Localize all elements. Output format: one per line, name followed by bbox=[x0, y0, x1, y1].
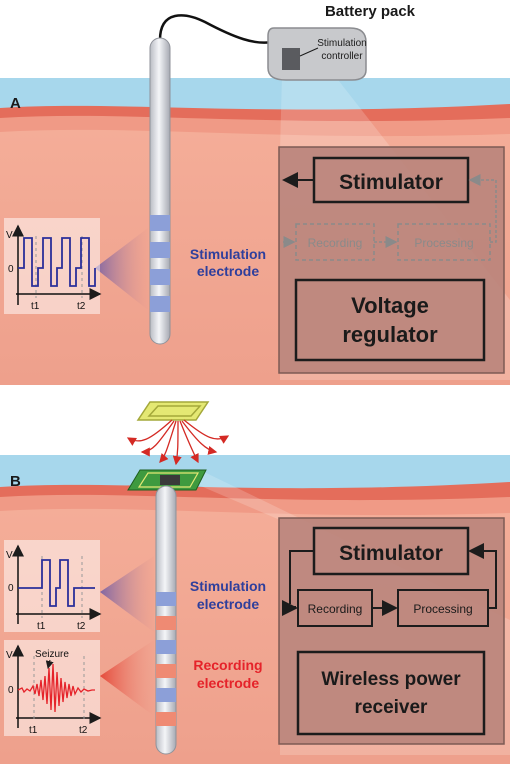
stim-electrode-label-line2: electrode bbox=[197, 596, 259, 612]
stim-arrow bbox=[100, 556, 154, 632]
cable bbox=[158, 14, 273, 44]
receiver-chip bbox=[127, 469, 207, 491]
stim-waveform bbox=[18, 559, 95, 607]
t2-label: t2 bbox=[77, 621, 86, 632]
rec-electrode-label-line2: electrode bbox=[197, 675, 259, 691]
electrode-a bbox=[149, 37, 171, 345]
zero-label: 0 bbox=[8, 583, 14, 594]
wireless-receiver-block bbox=[296, 650, 486, 736]
t1-label: t1 bbox=[37, 621, 46, 632]
processing-label: Processing bbox=[413, 602, 472, 616]
battery-pack bbox=[267, 27, 367, 81]
stim-contact bbox=[150, 242, 170, 258]
rec-contact bbox=[156, 664, 176, 678]
stim-electrode-label-line1: Stimulation bbox=[190, 246, 266, 262]
electrode-b bbox=[155, 485, 177, 755]
stim-electrode-label-line2: electrode bbox=[197, 263, 259, 279]
t1-label: t1 bbox=[31, 301, 40, 312]
processing-block bbox=[397, 223, 491, 261]
t1-label: t1 bbox=[29, 725, 38, 736]
panel-a: Battery pack Stimulation controller A V … bbox=[0, 3, 510, 385]
stimulator-label: Stimulator bbox=[339, 542, 443, 565]
rec-arrow bbox=[100, 640, 154, 716]
receiver-label-line2: receiver bbox=[355, 697, 429, 718]
y-axis-label: V bbox=[6, 550, 13, 561]
t2-label: t2 bbox=[79, 725, 88, 736]
controller-chip bbox=[282, 48, 300, 70]
rec-electrode-label-line1: Recording bbox=[193, 657, 262, 673]
zero-label: 0 bbox=[8, 685, 14, 696]
waveform-graph-a: V 0 t1 t2 bbox=[4, 218, 102, 314]
waveform-graph-b-stim: V 0 t1 t2 bbox=[4, 540, 102, 632]
regulator-label-line2: regulator bbox=[342, 322, 438, 347]
stim-contact bbox=[156, 592, 176, 606]
rec-contact bbox=[156, 712, 176, 726]
seizure-waveform bbox=[17, 663, 95, 713]
panel-letter: A bbox=[10, 95, 21, 112]
regulator-label-line1: Voltage bbox=[351, 293, 429, 318]
recording-label: Recording bbox=[308, 236, 363, 250]
stim-contact bbox=[150, 215, 170, 231]
battery-label: Battery pack bbox=[325, 3, 416, 20]
stim-arrow bbox=[95, 228, 148, 310]
processing-label: Processing bbox=[414, 236, 473, 250]
stim-contact bbox=[156, 640, 176, 654]
y-axis-label: V bbox=[6, 230, 13, 241]
stimulator-label: Stimulator bbox=[339, 171, 443, 194]
wireless-coil bbox=[126, 401, 230, 466]
stim-electrode-label-line1: Stimulation bbox=[190, 578, 266, 594]
y-axis-label: V bbox=[6, 650, 13, 661]
t2-label: t2 bbox=[77, 301, 86, 312]
panel-letter: B bbox=[10, 473, 21, 490]
stim-waveform bbox=[18, 237, 96, 287]
waveform-graph-b-rec: V 0 Seizure t1 t2 bbox=[4, 640, 102, 736]
stim-contact bbox=[150, 296, 170, 312]
controller-diagram-a: Stimulator Recording Processing Voltage … bbox=[278, 146, 505, 374]
stim-contact bbox=[156, 688, 176, 702]
seizure-annotation: Seizure bbox=[35, 649, 69, 660]
controller-label-line2: controller bbox=[321, 51, 363, 62]
recording-block bbox=[295, 223, 375, 261]
stim-contact bbox=[150, 269, 170, 285]
controller-diagram-b: Stimulator Recording Processing Wireless… bbox=[278, 517, 505, 745]
receiver-label-line1: Wireless power bbox=[321, 669, 461, 690]
recording-label: Recording bbox=[308, 602, 363, 616]
zero-label: 0 bbox=[8, 264, 14, 275]
rec-contact bbox=[156, 616, 176, 630]
voltage-regulator-block bbox=[294, 278, 486, 362]
panel-b: B V 0 t1 t2 V 0 Seizure bbox=[0, 401, 510, 764]
controller-label-line1: Stimulation bbox=[317, 38, 366, 49]
